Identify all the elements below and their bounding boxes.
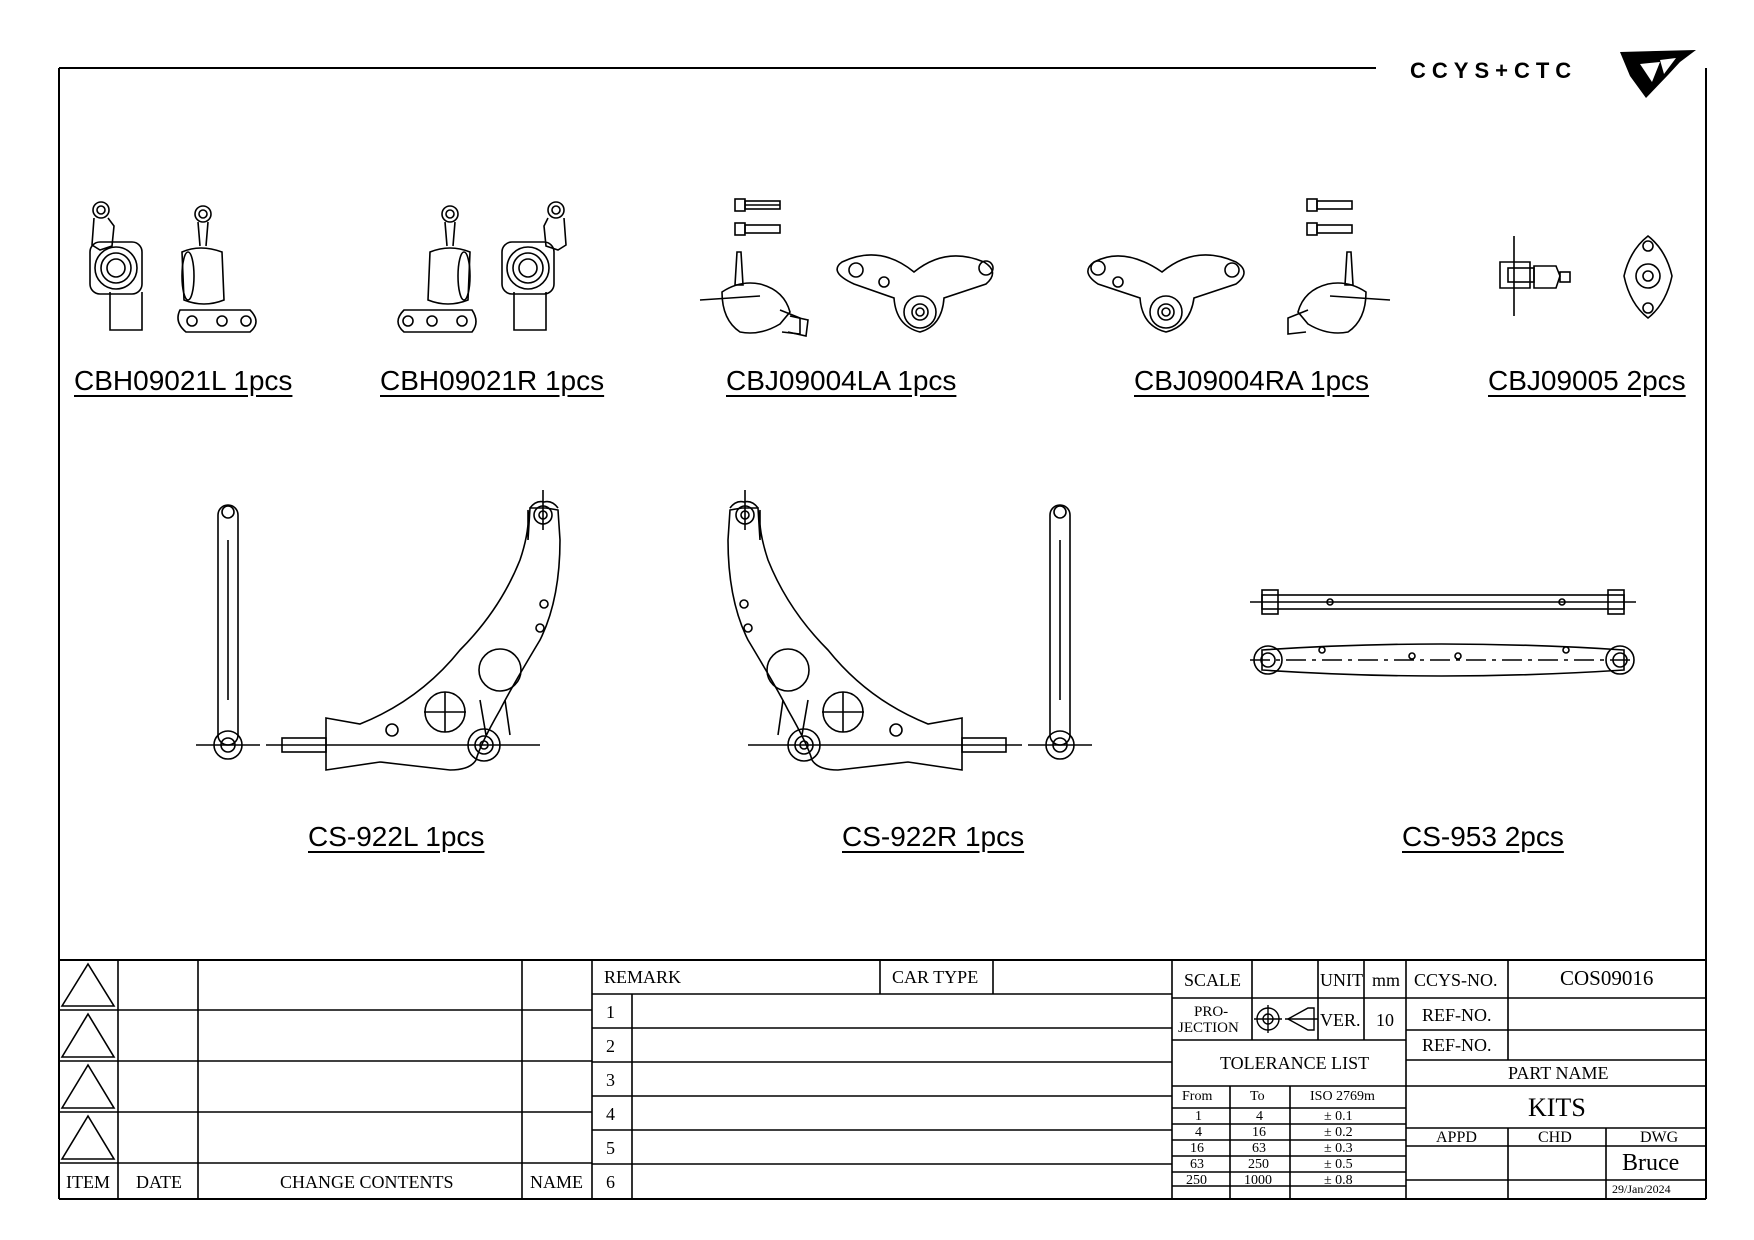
part-name-label: PART NAME <box>1508 1063 1609 1083</box>
part-drawing-cs-922r <box>727 490 1092 771</box>
remark-row-number: 5 <box>606 1138 615 1158</box>
dwg-name: Bruce <box>1622 1150 1680 1176</box>
part-drawing-cbj09005 <box>1499 234 1673 320</box>
projection-symbol-icon <box>1254 1005 1318 1033</box>
brand-name: CCYS+CTC <box>1410 58 1578 83</box>
unit-value: mm <box>1372 970 1401 990</box>
part-drawing-cbh09021r <box>397 201 567 333</box>
remark-row-number: 6 <box>606 1172 615 1192</box>
ref-no-label: REF-NO. <box>1422 1005 1492 1025</box>
tolerance-cell: 250 <box>1248 1157 1269 1172</box>
ref-no-label: REF-NO. <box>1422 1035 1492 1055</box>
tolerance-cell: 63 <box>1252 1141 1266 1156</box>
tolerance-cell: 1000 <box>1244 1173 1272 1188</box>
revision-header-date: DATE <box>136 1172 182 1192</box>
drawing-frame <box>58 67 1707 1200</box>
car-type-label: CAR TYPE <box>892 967 979 987</box>
brand-logo-icon <box>1620 50 1696 98</box>
scale-label: SCALE <box>1184 970 1242 990</box>
ver-value: 10 <box>1376 1010 1394 1030</box>
part-drawing-cs-922l <box>196 490 561 771</box>
remark-row-number: 2 <box>606 1036 615 1056</box>
tolerance-header-from: From <box>1182 1089 1213 1104</box>
title-block-grid <box>59 960 1706 1199</box>
chd-label: CHD <box>1538 1129 1572 1146</box>
tolerance-cell: 63 <box>1190 1157 1204 1172</box>
tolerance-cell: 4 <box>1195 1125 1202 1140</box>
tolerance-cell: ± 0.3 <box>1324 1141 1353 1156</box>
revision-header-change-contents: CHANGE CONTENTS <box>280 1172 454 1192</box>
part-drawing-cs-953 <box>1250 589 1636 677</box>
tolerance-cell: ± 0.1 <box>1324 1109 1353 1124</box>
tolerance-cell: 16 <box>1190 1141 1204 1156</box>
part-drawing-cbj09004ra <box>1087 198 1391 335</box>
part-drawing-cbh09021l <box>89 201 257 333</box>
projection-label: PRO- <box>1194 1004 1229 1020</box>
remark-row-number: 3 <box>606 1070 615 1090</box>
part-label: CS-922R 1pcs <box>842 821 1025 852</box>
part-label: CBH09021R 1pcs <box>380 365 605 396</box>
ccys-no-label: CCYS-NO. <box>1414 970 1498 990</box>
dwg-date: 29/Jan/2024 <box>1612 1182 1671 1196</box>
ver-label: VER. <box>1320 1010 1361 1030</box>
part-label: CBH09021L 1pcs <box>74 365 293 396</box>
remark-row-number: 4 <box>606 1104 615 1124</box>
part-label: CBJ09004LA 1pcs <box>726 365 957 396</box>
tolerance-header-iso: ISO 2769m <box>1310 1089 1375 1104</box>
part-drawing-cbj09004la <box>699 198 994 337</box>
tolerance-cell: 1 <box>1195 1109 1202 1124</box>
part-name-value: KITS <box>1528 1093 1586 1122</box>
part-label: CS-922L 1pcs <box>308 821 485 852</box>
part-label: CS-953 2pcs <box>1402 821 1564 852</box>
part-label: CBJ09005 2pcs <box>1488 365 1686 396</box>
tolerance-cell: ± 0.2 <box>1324 1125 1353 1140</box>
tolerance-cell: ± 0.8 <box>1324 1173 1353 1188</box>
remark-row-number: 1 <box>606 1002 615 1022</box>
dwg-label: DWG <box>1640 1129 1679 1146</box>
remark-label: REMARK <box>604 967 682 987</box>
ccys-no-value: COS09016 <box>1560 966 1654 990</box>
appd-label: APPD <box>1436 1129 1477 1146</box>
unit-label: UNIT <box>1320 970 1363 990</box>
part-label: CBJ09004RA 1pcs <box>1134 365 1370 396</box>
projection-label: JECTION <box>1178 1020 1239 1036</box>
tolerance-cell: 250 <box>1186 1173 1207 1188</box>
revision-header-name: NAME <box>530 1172 583 1192</box>
tolerance-header-to: To <box>1250 1089 1265 1104</box>
tolerance-cell: ± 0.5 <box>1324 1157 1353 1172</box>
tolerance-cell: 4 <box>1256 1109 1263 1124</box>
tolerance-cell: 16 <box>1252 1125 1266 1140</box>
revision-header-item: ITEM <box>66 1172 110 1192</box>
tolerance-title: TOLERANCE LIST <box>1220 1053 1370 1073</box>
